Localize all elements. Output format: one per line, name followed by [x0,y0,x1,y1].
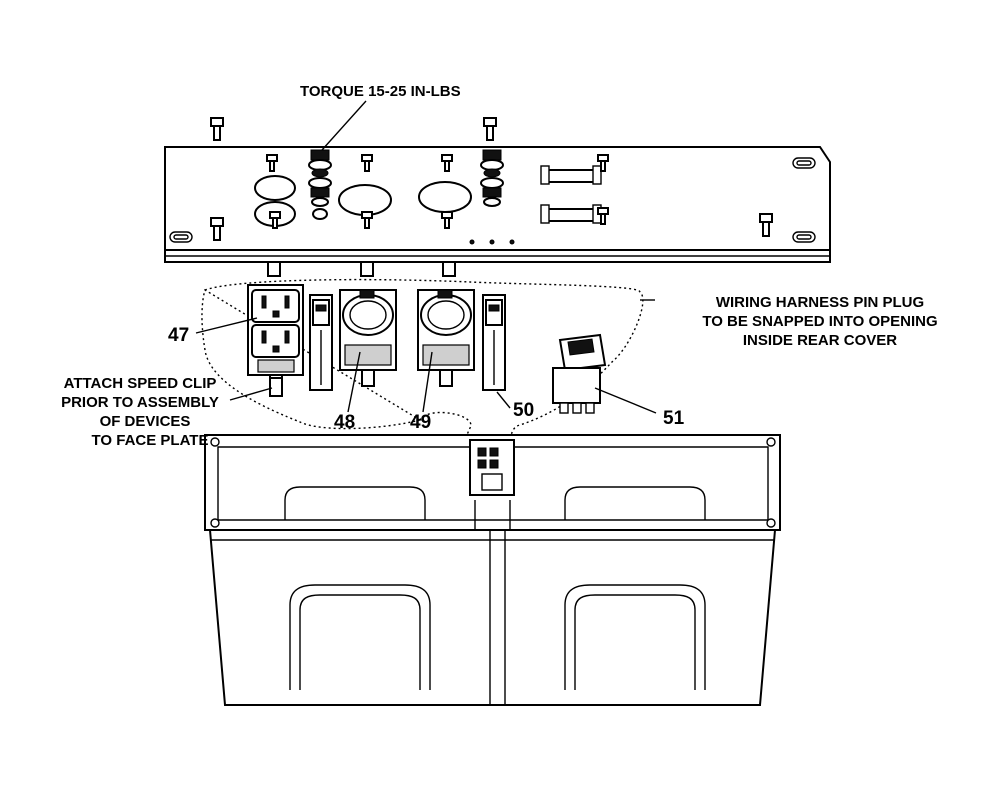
speed-clip-callout-line-3: OF DEVICES [100,413,191,430]
nut-washer-stacks [308,149,504,207]
rear-cover [204,434,781,706]
leader-lines [195,100,657,414]
speed-clip-callout-line-2: PRIOR TO ASSEMBLY [61,394,219,411]
circuit-breaker-left [309,294,333,391]
harness-callout-line-2: TO BE SNAPPED INTO OPENING [702,313,937,330]
harness-callout-line-3: INSIDE REAR COVER [743,332,897,349]
twist-lock-receptacle-49 [417,289,475,387]
speed-clip [269,377,283,397]
rocker-switch [552,333,607,414]
part-number-50: 50 [513,400,534,421]
harness-callout-line-1: WIRING HARNESS PIN PLUG [716,294,924,311]
torque-callout: TORQUE 15-25 IN-LBS [300,83,461,100]
screws [210,117,773,241]
speed-clip-callout-line-1: ATTACH SPEED CLIP [64,375,217,392]
part-number-47: 47 [168,325,189,346]
circuit-breaker-right [482,294,506,391]
part-number-49: 49 [410,412,431,433]
speed-clip-callout-line-4: TO FACE PLATE [92,432,209,449]
twist-lock-receptacle-48 [339,289,397,387]
wiring-harness-loop [201,278,644,493]
duplex-receptacle [247,284,304,390]
part-number-51: 51 [663,408,685,429]
part-number-48: 48 [334,412,355,433]
